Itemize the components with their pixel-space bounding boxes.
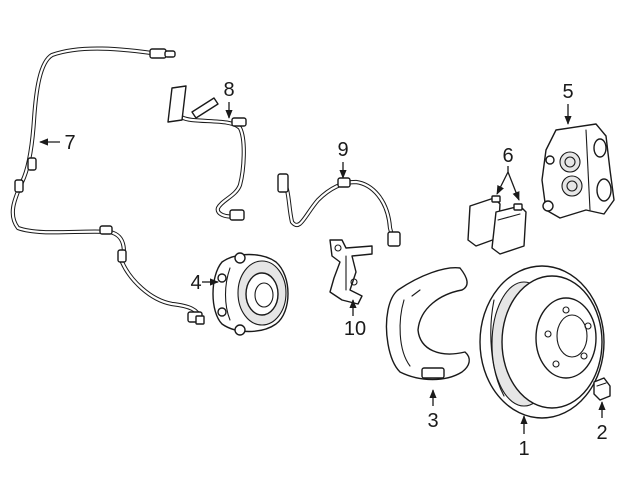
callout-line-6a (496, 166, 509, 195)
callout-5: 5 (562, 81, 573, 103)
callout-6: 6 (502, 145, 513, 167)
sensor-bracket (329, 239, 373, 305)
callout-10: 10 (344, 318, 366, 340)
brake-rotor (479, 265, 605, 419)
callout-line-6b (507, 171, 520, 201)
wheel-hub-bearing (212, 252, 289, 336)
brake-caliper (541, 123, 615, 219)
callout-8: 8 (223, 79, 234, 101)
brake-dust-shield (385, 267, 470, 381)
callout-lines (39, 102, 606, 434)
callout-labels: 1 2 3 4 5 6 7 8 9 10 (64, 79, 607, 460)
caliper-bolt (593, 377, 611, 401)
brake-wear-sensor-rear (277, 173, 401, 247)
callout-7: 7 (64, 132, 75, 154)
brake-wear-sensor-front (167, 85, 247, 221)
callout-4: 4 (190, 272, 201, 294)
callout-3: 3 (427, 410, 438, 432)
callout-9: 9 (337, 139, 348, 161)
abs-sensor-cable-long (10, 46, 205, 325)
brake-pad-set (467, 195, 527, 255)
callout-2: 2 (596, 422, 607, 444)
callout-1: 1 (518, 438, 529, 460)
